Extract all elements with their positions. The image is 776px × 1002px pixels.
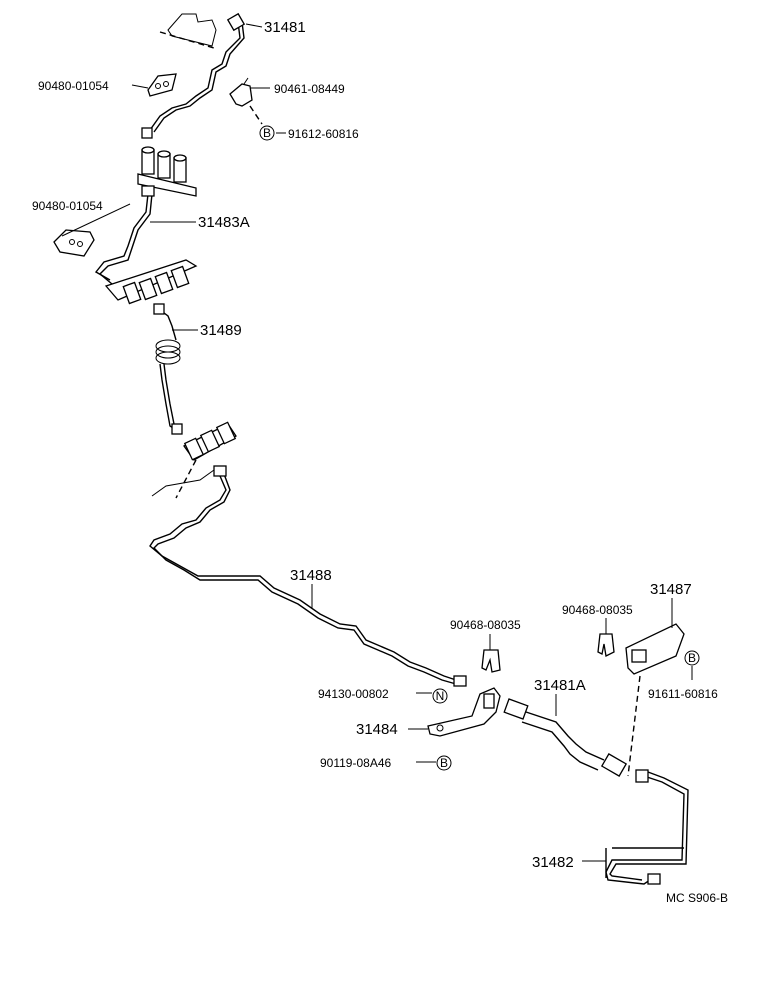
callout-90480-top: 90480-01054: [38, 79, 109, 93]
callout-90461: 90461-08449: [274, 82, 345, 96]
callout-91612: 91612-60816: [288, 127, 359, 141]
callout-31481A: 31481A: [534, 677, 586, 694]
marker-b-91612-letter: B: [263, 126, 271, 140]
brake-tube-31489: [153, 303, 183, 435]
marker-b-90119-letter: B: [440, 756, 448, 770]
leader-dash-91612: [249, 105, 263, 125]
valve-block-upper: [137, 146, 197, 197]
brake-tube-31482: [605, 769, 689, 885]
clip-90468-right: [597, 633, 615, 657]
clamp-90480-lower: [53, 229, 95, 257]
diagram-code: MC S906-B: [666, 891, 728, 905]
callout-31484: 31484: [356, 721, 398, 738]
valve-block-middle: [104, 259, 198, 305]
callout-90480-lower: 90480-01054: [32, 199, 103, 213]
leader-lines: [61, 23, 693, 862]
bracket-31487: [625, 623, 685, 777]
marker-b-91612: B: [259, 125, 275, 141]
callout-90468-right: 90468-08035: [562, 603, 633, 617]
clip-90461: [229, 77, 253, 107]
callout-31482: 31482: [532, 854, 574, 871]
brake-tube-31481: [141, 12, 246, 139]
clip-90468-left: [481, 649, 501, 673]
flexible-hose-31481A: [503, 698, 628, 777]
callout-94130: 94130-00802: [318, 687, 389, 701]
marker-n-94130: N: [432, 688, 448, 704]
marker-b-90119: B: [436, 755, 452, 771]
marker-n-94130-letter: N: [436, 689, 445, 703]
callout-31483A: 31483A: [198, 214, 250, 231]
marker-b-91611: B: [684, 650, 700, 666]
callout-91611: 91611-60816: [648, 687, 718, 701]
brake-tube-31483A: [94, 185, 155, 285]
callout-90468-left: 90468-08035: [450, 618, 521, 632]
marker-b-91611-letter: B: [688, 651, 696, 665]
valve-block-lower: [151, 421, 237, 499]
top-mount-bracket: [159, 13, 217, 49]
callout-31487: 31487: [650, 581, 692, 598]
brake-tube-31488: [149, 465, 467, 687]
clamp-90480-top: [147, 73, 177, 97]
callout-90119: 90119-08A46: [320, 756, 392, 770]
bracket-31484: [427, 687, 501, 737]
callout-31489: 31489: [200, 322, 242, 339]
callout-31488: 31488: [290, 567, 332, 584]
callout-31481: 31481: [264, 19, 306, 36]
